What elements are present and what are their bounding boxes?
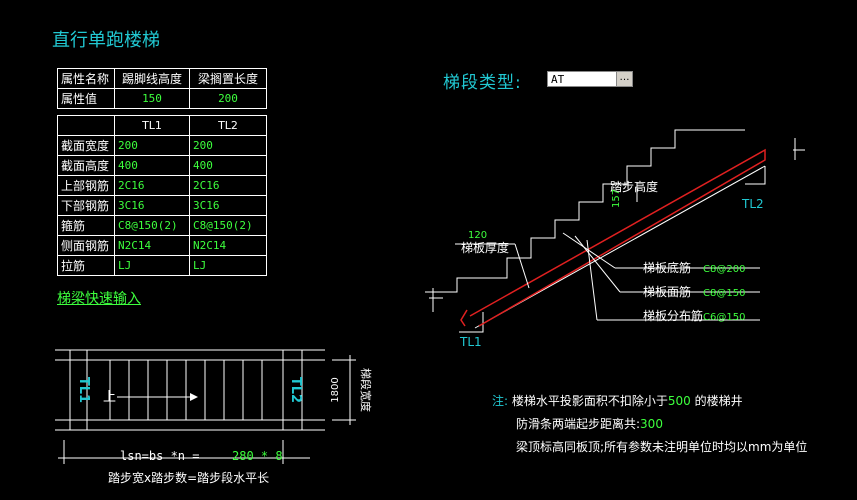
rebar-lines [460,148,766,327]
beam-header-tl2: TL2 [189,115,267,136]
step-height-label: 踏步高度 [610,179,658,194]
notes-line1-a: 楼梯水平投影面积不扣除小于 [511,394,668,408]
width-label: 梯段宽度 [359,368,373,412]
plan-tread-lines [109,360,263,420]
top-bar-leader [574,235,621,293]
formula-value: 280 * 8 [232,449,283,463]
beam-cell-tl2[interactable]: N2C14 [189,235,267,256]
attr-row-label: 属性值 [57,88,115,109]
page-title: 直行单跑楼梯 [52,30,160,51]
bottom-bar-value: C8@200 [703,264,745,275]
width-value: 1800 [330,377,341,402]
stair-upper-profile [425,129,745,293]
top-bar-label: 梯板面筋 [643,284,691,299]
notes-line2-b: 300 [640,417,663,431]
plate-thickness-leader [514,243,530,289]
attr-kick-height-value[interactable]: 150 [114,88,190,109]
dist-bar-leader [586,239,598,321]
attribute-table: 属性名称 踢脚线高度 梁搁置长度 属性值 150 200 [57,68,267,109]
stair-lower-edge [459,312,484,333]
plan-tl2-label: TL2 [288,377,303,403]
section-tl1-label: TL1 [459,335,482,349]
beam-cell-tl2[interactable]: 2C16 [189,175,267,196]
dist-bar-label: 梯板分布筋 [643,308,703,323]
section-tl2-label: TL2 [741,197,764,211]
attr-header-name: 属性名称 [57,68,115,89]
beam-cell-tl1[interactable]: C8@150(2) [114,215,190,236]
stair-plan-drawing: 上 TL1 TL2 1800 梯段宽度 lsn=bs *n = 280 * 8 … [55,349,373,485]
beam-cell-tl2[interactable]: C8@150(2) [189,215,267,236]
beam-row-label: 截面高度 [57,155,115,176]
notes-prefix: 注: [492,394,509,408]
top-bar-value: C8@150 [703,288,745,299]
dist-bar-value: C6@150 [703,312,745,323]
formula-caption: 踏步宽x踏步数=踏步段水平长 [108,470,269,485]
notes-line-1: 注: 楼梯水平投影面积不扣除小于500 的楼梯井 [492,392,743,409]
beam-cell-tl2[interactable]: LJ [189,255,267,276]
beam-cell-tl2[interactable]: 200 [189,135,267,156]
beam-cell-tl1[interactable]: 2C16 [114,175,190,196]
plate-thickness-value: 120 [468,230,487,241]
bottom-bar-leader [562,232,616,269]
plan-tl1-label: TL1 [76,377,91,403]
beam-cell-tl1[interactable]: LJ [114,255,190,276]
beam-row-label: 拉筋 [57,255,115,276]
beam-cell-tl1[interactable]: 3C16 [114,195,190,216]
ellipsis-button[interactable]: … [616,72,632,86]
up-arrow-icon [190,393,198,401]
stair-section-drawing: 踏步高度 157 120 梯板厚度 梯板底筋 C8@200 梯板面筋 C8@15… [425,129,805,349]
beam-cell-tl1[interactable]: 400 [114,155,190,176]
beam-cell-tl2[interactable]: 400 [189,155,267,176]
beam-row-label: 上部钢筋 [57,175,115,196]
beam-cell-tl1[interactable]: N2C14 [114,235,190,256]
beam-cell-tl2[interactable]: 3C16 [189,195,267,216]
notes-line-2: 防滑条两端起步距离共:300 [516,415,663,432]
segment-type-select[interactable]: AT … [547,71,633,87]
up-label: 上 [103,390,116,405]
plate-thickness-label: 梯板厚度 [461,240,509,255]
step-height-value: 157 [611,189,622,208]
notes-line2-a: 防滑条两端起步距离共: [516,417,641,431]
segment-type-label: 梯段类型: [443,73,522,93]
quick-beam-input-link[interactable]: 梯梁快速输入 [57,291,141,307]
attr-header-beam-length: 梁搁置长度 [189,68,267,89]
beam-header-blank [57,115,115,136]
notes-line-3: 梁顶标高同板顶;所有参数未注明单位时均以mm为单位 [516,440,808,454]
beam-row-label: 箍筋 [57,215,115,236]
bottom-bar-label: 梯板底筋 [643,260,691,275]
beam-row-label: 侧面钢筋 [57,235,115,256]
beam-header-tl1: TL1 [114,115,190,136]
beam-row-label: 下部钢筋 [57,195,115,216]
beam-table: TL1 TL2 截面宽度 200 200 截面高度 400 400 上部钢筋 2… [57,115,267,276]
beam-row-label: 截面宽度 [57,135,115,156]
notes-line1-c: 的楼梯井 [694,394,743,408]
beam-cell-tl1[interactable]: 200 [114,135,190,156]
formula-prefix: lsn=bs *n = [120,449,199,463]
attr-header-kick-height: 踢脚线高度 [114,68,190,89]
segment-type-value: AT [551,73,565,86]
notes-line1-b: 500 [667,394,691,408]
attr-beam-length-value[interactable]: 200 [189,88,267,109]
